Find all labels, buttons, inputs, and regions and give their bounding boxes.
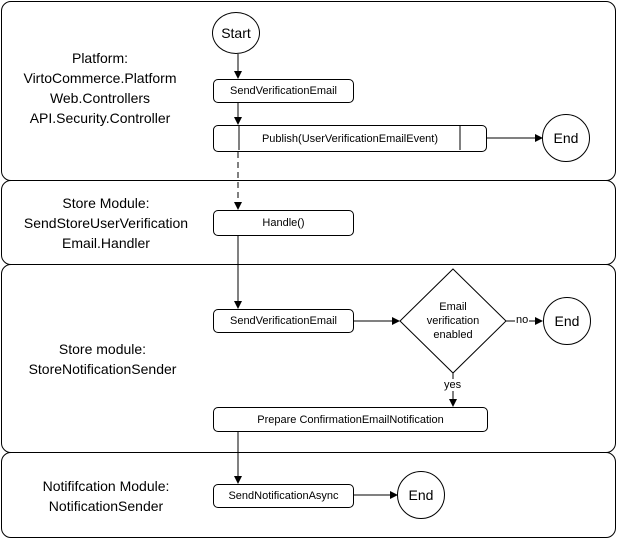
lane-label-line: NotificationSender (48, 498, 164, 514)
publish-process-bars (238, 126, 461, 150)
end-node-2: End (543, 297, 591, 345)
lane-label-line: API.Security.Controller (29, 110, 171, 126)
lane-label-line: StoreNotificationSender (28, 361, 177, 377)
decision-label-line: verification (426, 315, 480, 327)
lane-label-notification: Notififcation Module: NotificationSender (0, 476, 212, 516)
publish-label: Publish(UserVerificationEmailEvent) (261, 132, 439, 145)
start-node: Start (212, 12, 260, 54)
lane-label-store-handler: Store Module: SendStoreUserVerification … (0, 193, 212, 253)
end-node-3: End (397, 471, 445, 519)
send-verification-email-node-2: SendVerificationEmail (213, 309, 354, 333)
decision-label-line: enabled (433, 329, 473, 341)
lane-label-line: Notififcation Module: (42, 478, 170, 494)
send-notification-async-node: SendNotificationAsync (213, 484, 354, 508)
send-verification-email-node: SendVerificationEmail (213, 79, 354, 103)
edge-label-yes: yes (443, 379, 463, 391)
lane-label-line: VirtoCommerce.Platform (23, 70, 177, 86)
prepare-notification-node: Prepare ConfirmationEmailNotification (213, 407, 488, 432)
lane-label-line: Platform: (71, 50, 128, 66)
decision-label: Email verification enabled (418, 300, 488, 342)
handle-node: Handle() (213, 210, 354, 236)
lane-label-line: Web.Controllers (49, 90, 151, 106)
end-node-1: End (542, 114, 590, 162)
decision-diamond (399, 268, 507, 374)
lane-label-line: SendStoreUserVerification (23, 215, 189, 231)
lane-label-line: Store module: (58, 341, 147, 357)
edge-label-no: no (515, 314, 530, 326)
decision-label-line: Email (439, 301, 467, 313)
publish-node: Publish(UserVerificationEmailEvent) (213, 125, 487, 152)
lane-label-line: Store Module: (62, 195, 150, 211)
lane-label-line: Email.Handler (62, 235, 150, 251)
lane-label-store-sender: Store module: StoreNotificationSender (0, 339, 205, 379)
lane-label-platform: Platform: VirtoCommerce.Platform Web.Con… (0, 48, 200, 128)
